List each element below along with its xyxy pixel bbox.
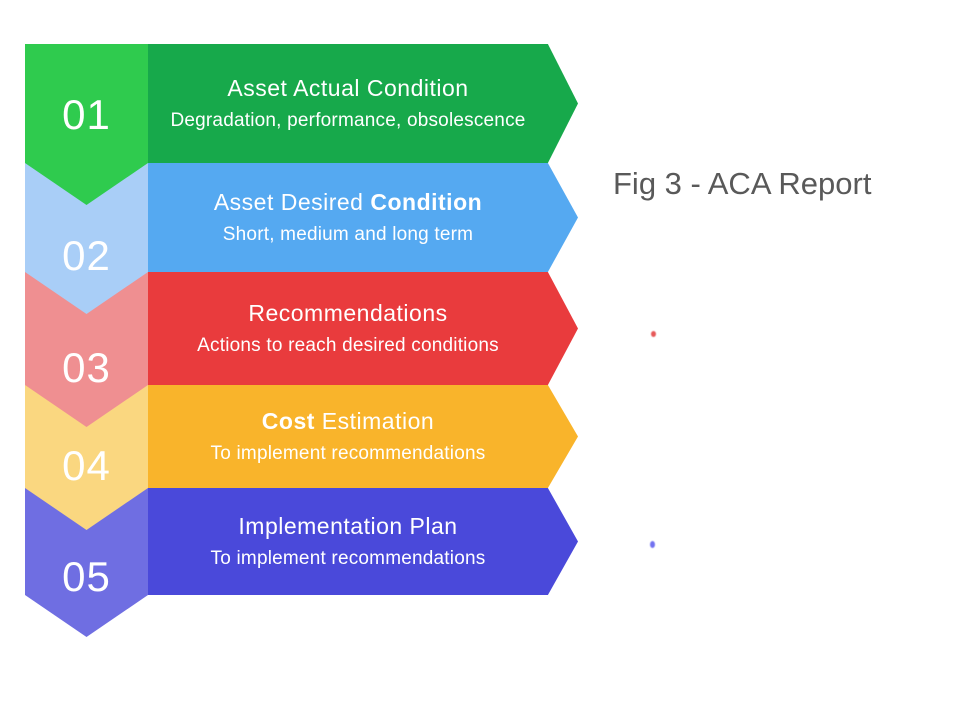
band-subtitle: Short, medium and long term bbox=[222, 224, 474, 245]
band-title: Cost Estimation bbox=[261, 408, 435, 434]
step-number-02: 02 bbox=[62, 232, 111, 279]
band-title: Asset Actual Condition bbox=[227, 75, 469, 101]
band-title: Implementation Plan bbox=[238, 513, 458, 539]
blue-dot-marker bbox=[650, 541, 655, 548]
figure-caption: Fig 3 - ACA Report bbox=[613, 166, 872, 201]
step-number-05: 05 bbox=[62, 553, 111, 600]
step-number-04: 04 bbox=[62, 442, 111, 489]
red-dot-marker bbox=[651, 331, 656, 337]
step-band-05: Implementation Plan To implement recommen… bbox=[148, 488, 578, 595]
band-title: Recommendations bbox=[248, 300, 448, 326]
band-subtitle: Actions to reach desired conditions bbox=[197, 335, 499, 356]
band-subtitle: To implement recommendations bbox=[210, 548, 486, 569]
band-title: Asset Desired Condition bbox=[213, 189, 483, 215]
step-number-03: 03 bbox=[62, 344, 111, 391]
band-subtitle: To implement recommendations bbox=[210, 443, 486, 464]
step-number-01: 01 bbox=[62, 91, 111, 138]
band-subtitle: Degradation, performance, obsolescence bbox=[170, 110, 526, 131]
step-band-04: Cost Estimation To implement recommendati… bbox=[148, 385, 578, 488]
